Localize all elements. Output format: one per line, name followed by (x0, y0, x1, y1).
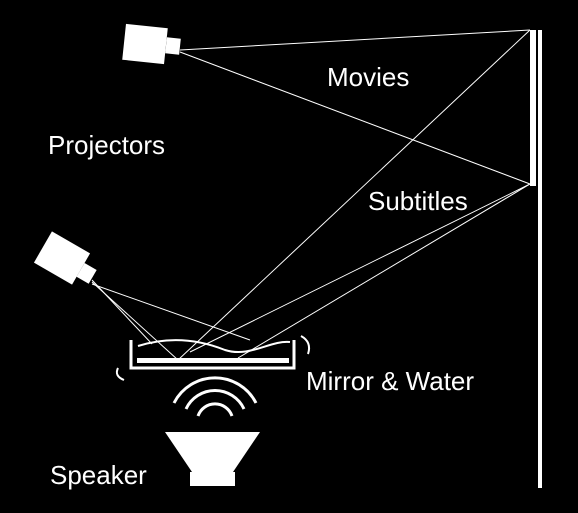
subtitle-projector-icon (33, 231, 97, 285)
mirror-water-label: Mirror & Water (306, 366, 474, 396)
sound-waves-icon (172, 376, 258, 417)
projectors-label: Projectors (48, 130, 165, 160)
speaker-icon (165, 432, 260, 486)
water-surface (137, 339, 291, 353)
speaker-label: Speaker (50, 460, 147, 490)
movies-label: Movies (327, 62, 409, 92)
screen (530, 30, 542, 488)
subtitles-label: Subtitles (368, 186, 468, 216)
mirror-water-tray (129, 339, 296, 370)
movie-projector-icon (122, 23, 181, 65)
ripple-marks (115, 335, 311, 381)
light-beams (91, 29, 531, 361)
